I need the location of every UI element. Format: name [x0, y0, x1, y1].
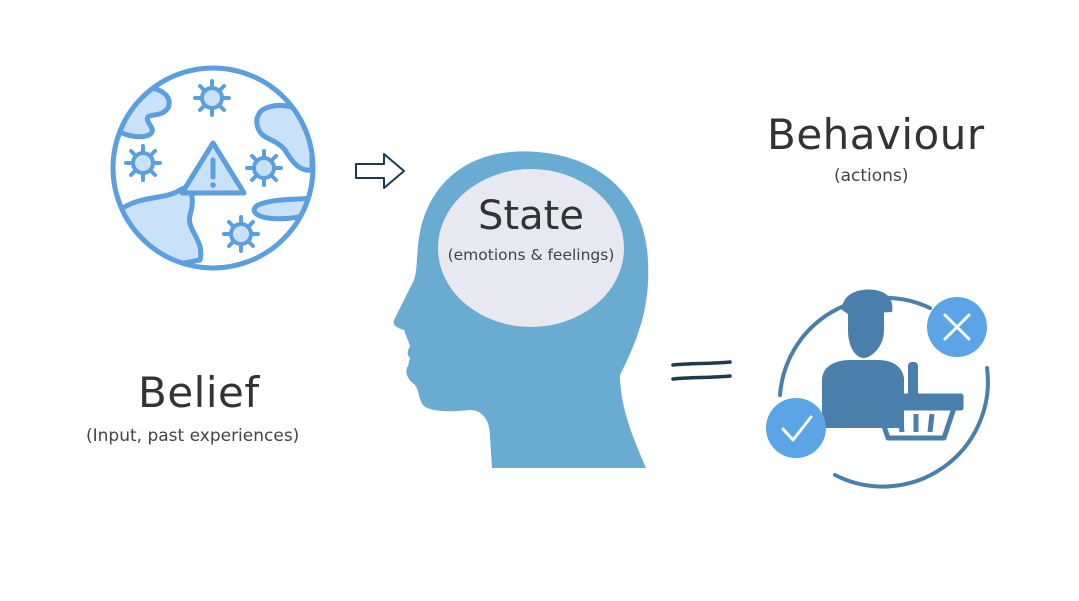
- state-title: State: [478, 193, 584, 239]
- virus-warning-globe-icon: [110, 65, 316, 271]
- behaviour-subtitle: (actions): [834, 166, 909, 186]
- behaviour-title: Behaviour: [767, 110, 985, 159]
- shopper-choice-icon: [766, 289, 990, 489]
- belief-title: Belief: [138, 368, 260, 417]
- human-head-profile-icon: [393, 151, 649, 468]
- equals-sign-icon: [671, 360, 732, 381]
- outline-arrow-right-icon: [355, 153, 405, 189]
- state-subtitle: (emotions & feelings): [448, 246, 615, 264]
- belief-subtitle: (Input, past experiences): [86, 426, 300, 446]
